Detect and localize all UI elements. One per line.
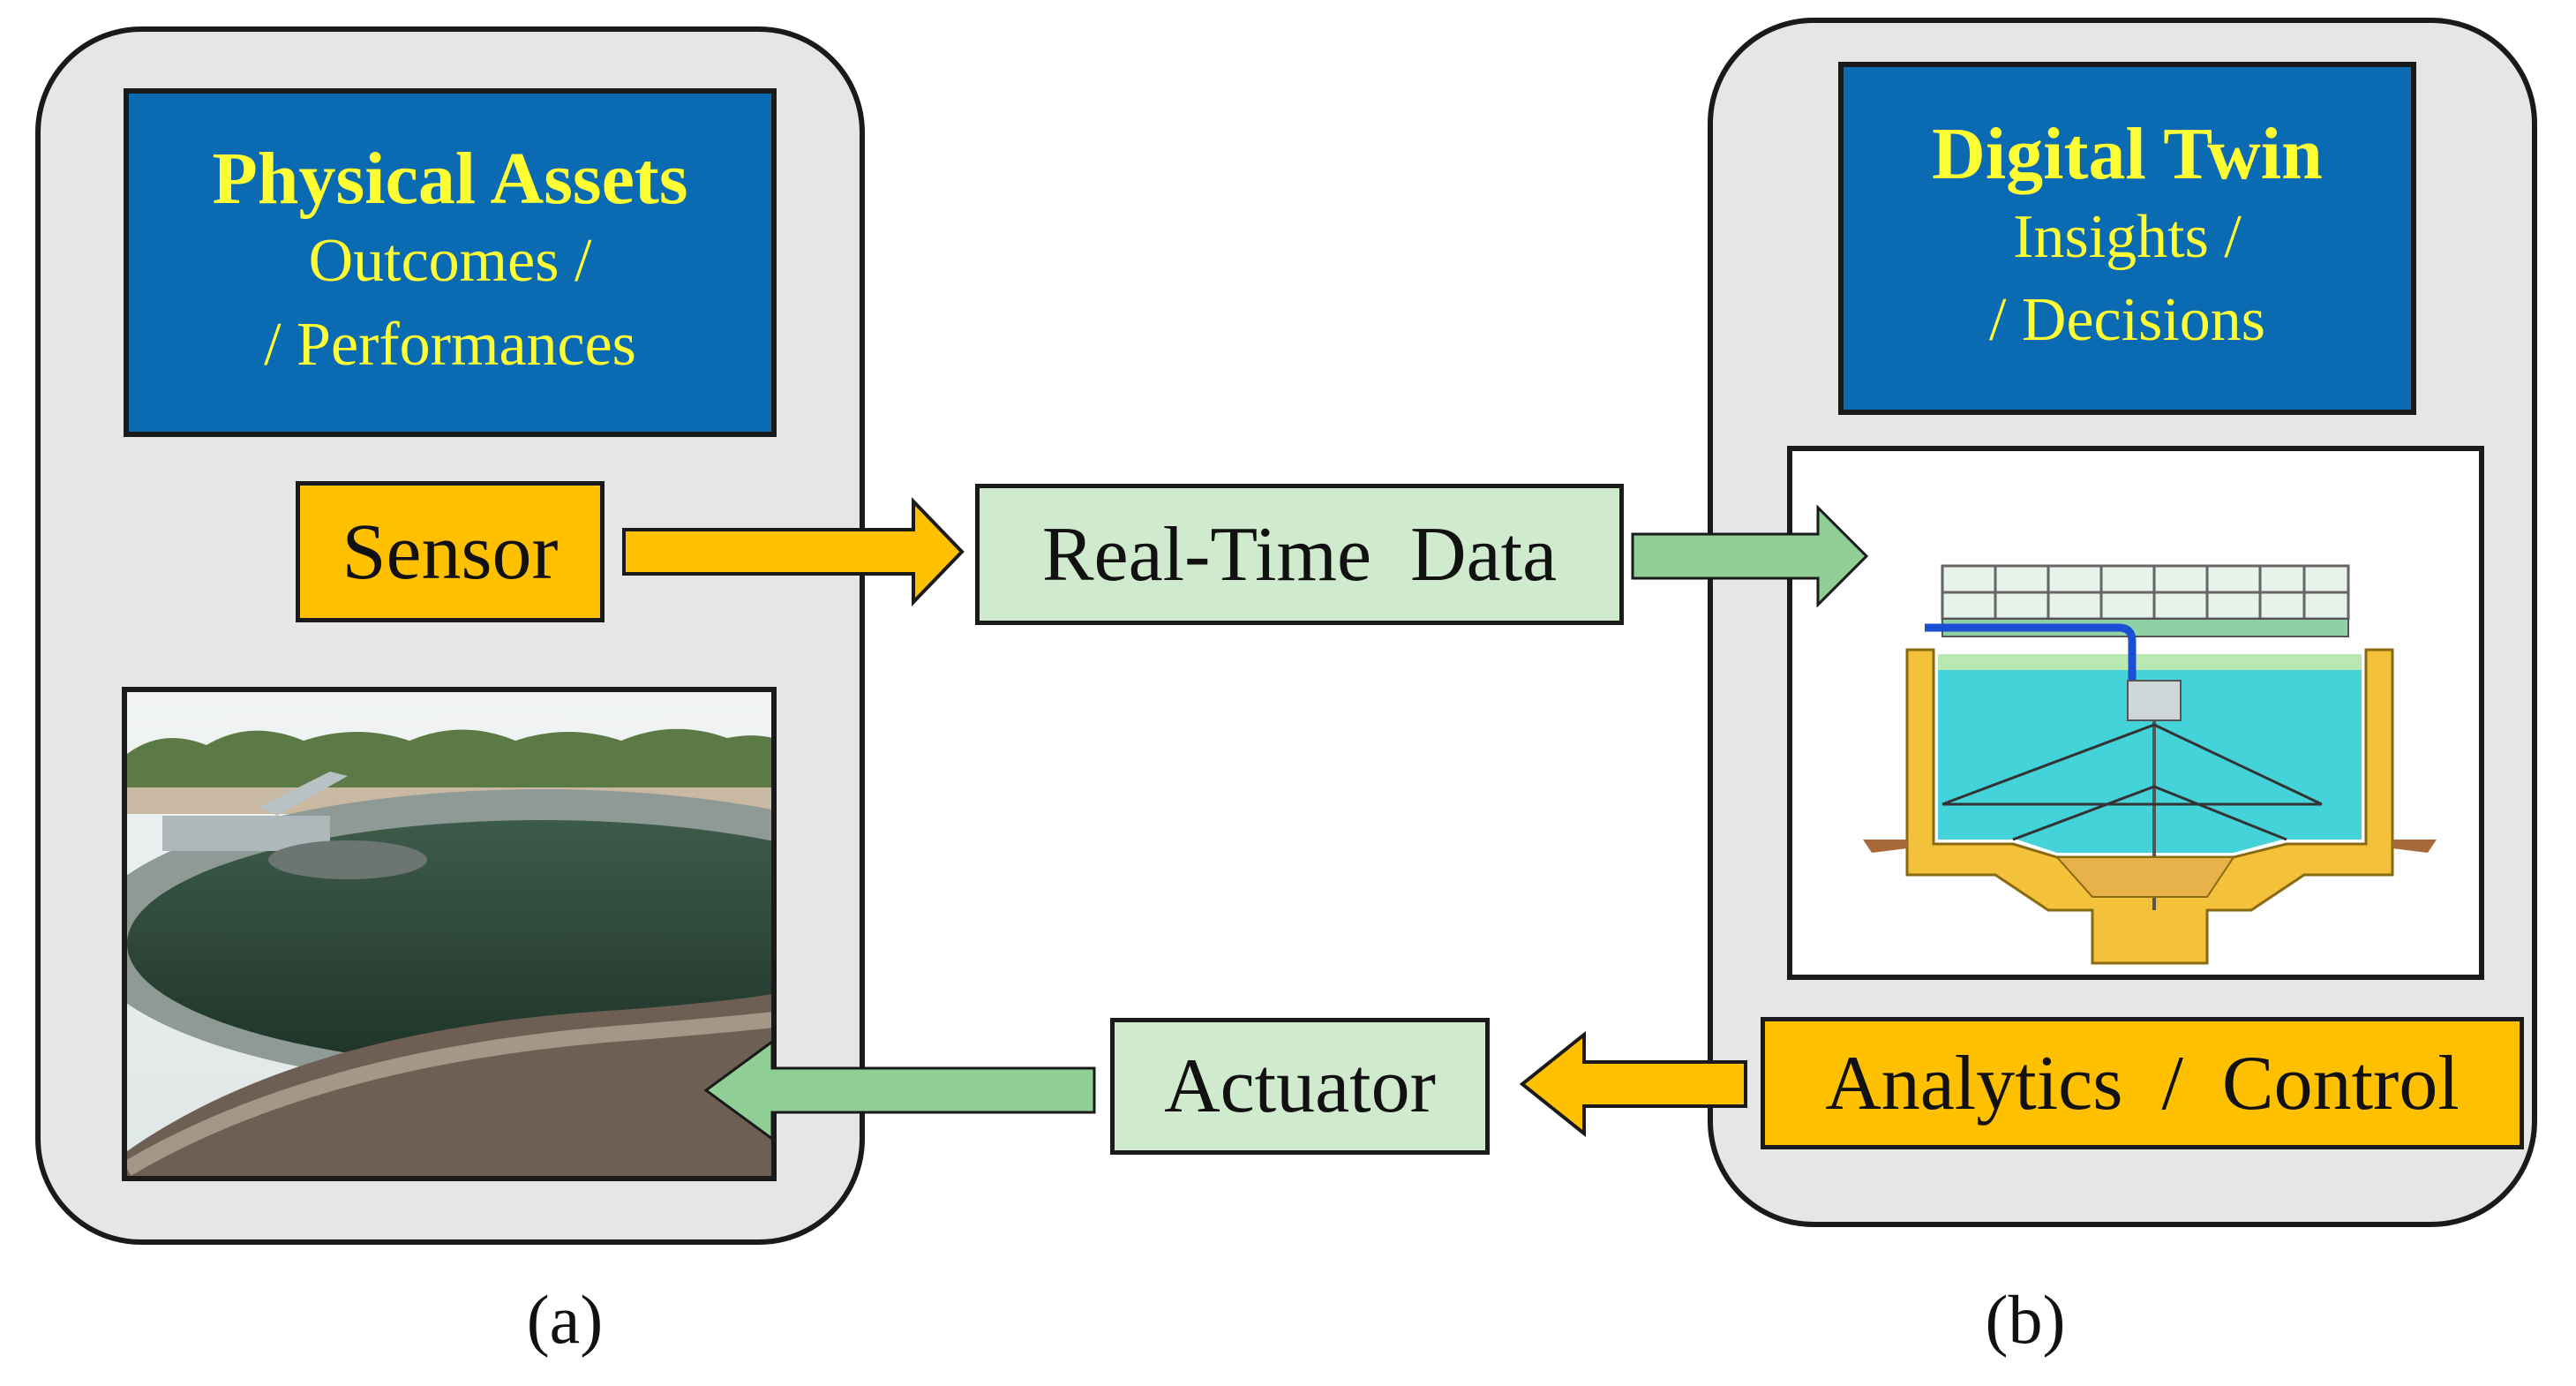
clarifier-model-box [1787,446,2484,980]
physical-assets-subtitle-1: Outcomes / [308,227,592,296]
analytics-control-box: Analytics / Control [1761,1017,2524,1149]
sensor-label: Sensor [342,508,559,596]
physical-assets-title: Physical Assets [212,137,688,220]
analytics-control-label: Analytics / Control [1825,1040,2460,1126]
clarifier-cross-section-illustration [1863,564,2437,965]
water-treatment-photo [122,687,777,1181]
digital-twin-subtitle-2: / Decisions [1988,286,2266,355]
physical-assets-title-box: Physical Assets Outcomes / / Performance… [124,88,777,437]
digital-twin-title: Digital Twin [1932,113,2323,196]
real-time-data-box: Real-Time Data [975,484,1624,625]
real-time-data-label: Real-Time Data [1041,511,1558,598]
clarifier-photo-illustration [127,692,771,1176]
actuator-label: Actuator [1164,1043,1436,1129]
caption-a: (a) [526,1281,604,1358]
sensor-box: Sensor [296,481,605,622]
digital-twin-title-box: Digital Twin Insights / / Decisions [1838,62,2416,415]
digital-twin-subtitle-1: Insights / [2013,202,2242,271]
caption-b: (b) [1985,1281,2066,1358]
physical-assets-subtitle-2: / Performances [264,310,636,379]
actuator-box: Actuator [1110,1018,1490,1155]
